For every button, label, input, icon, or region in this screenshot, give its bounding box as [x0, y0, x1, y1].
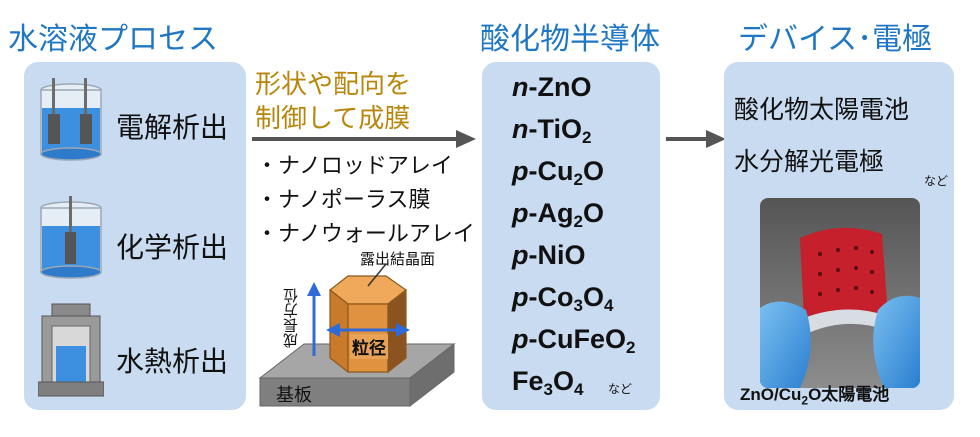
electrodeposition-beaker-icon: [40, 78, 102, 161]
material-item: Fe3O4: [512, 360, 635, 402]
morphology-list: ・ナノロッドアレイ ・ナノポーラス膜 ・ナノウォールアレイ: [256, 150, 475, 252]
morphology-item-nanorod: ・ナノロッドアレイ: [256, 154, 453, 179]
material-element: CuFeO: [537, 324, 627, 354]
process-arrow-icon: [252, 130, 476, 148]
material-type-prefix: p: [512, 156, 529, 186]
material-type-prefix: p: [512, 324, 529, 354]
material-item: p-Cu2O: [512, 156, 604, 189]
method-hydrothermal: 水熱析出: [116, 345, 229, 378]
material-subscript: 2: [582, 128, 592, 147]
photo-caption-sub: 2: [801, 393, 809, 408]
material-item: n-TiO2: [512, 114, 592, 147]
arrow-label-line2: 制御して成膜: [255, 104, 411, 134]
arrow-label-line1: 形状や配向を: [255, 70, 412, 100]
material-element: O: [582, 156, 604, 186]
method-chemical-deposition: 化学析出: [116, 231, 229, 264]
growth-orientation-label: 成長方位: [282, 288, 300, 348]
material-item: n-ZnO: [512, 72, 592, 102]
heading-semiconductor: 酸化物半導体: [480, 22, 660, 57]
material-type-prefix: p: [512, 240, 529, 270]
grain-size-label: 粒径: [350, 334, 388, 359]
photo-caption: ZnO/Cu2O太陽電池: [740, 380, 889, 407]
material-element: O: [570, 72, 592, 102]
material-subscript: 3: [543, 380, 553, 399]
device-water-splitting-photoelectrode: 水分解光電極: [734, 147, 885, 176]
material-type-prefix: p: [512, 282, 529, 312]
material-element: Zn: [537, 72, 571, 102]
material-element: Co: [537, 282, 574, 312]
device-oxide-solar-cell: 酸化物太陽電池: [734, 95, 910, 124]
crystal-diagram: [258, 263, 456, 408]
material-element: O: [582, 198, 604, 228]
photo-caption-post: O太陽電池: [808, 385, 890, 404]
material-item: p-Co3O4: [512, 282, 614, 315]
method-electrodeposition: 電解析出: [116, 111, 229, 144]
material-element: Cu: [537, 156, 574, 186]
material-item: p-CuFeO2: [512, 324, 636, 357]
material-subscript: 3: [573, 296, 583, 315]
material-item: p-NiO: [512, 240, 586, 270]
exposed-facet-label: 露出結晶面: [360, 250, 436, 268]
photo-caption-pre: ZnO/Cu: [740, 385, 802, 404]
material-type-prefix: p: [512, 198, 529, 228]
morphology-item-nanoporous: ・ナノポーラス膜: [256, 188, 431, 213]
material-subscript: 4: [574, 380, 584, 399]
materials-etc: など: [608, 382, 633, 396]
material-subscript: 2: [573, 170, 583, 189]
material-element: TiO: [537, 114, 583, 144]
chemical-deposition-beaker-icon: [40, 196, 102, 279]
material-element: O: [582, 282, 604, 312]
material-subscript: 2: [626, 338, 636, 357]
growth-arrow-icon: [307, 282, 321, 296]
material-subscript: 2: [573, 212, 583, 231]
material-element: O: [552, 366, 574, 396]
process-panel: 電解析出 化学析出 水熱析出: [24, 62, 246, 410]
material-type-prefix: n: [512, 114, 529, 144]
material-item: p-Ag2O: [512, 198, 604, 231]
morphology-item-nanowall: ・ナノウォールアレイ: [256, 222, 475, 247]
material-element: Fe: [512, 366, 544, 396]
grain-arrow-icon: [396, 323, 410, 337]
autoclave-icon: [38, 303, 104, 397]
heading-device: デバイス･電極: [738, 22, 933, 57]
substrate-label: 基板: [276, 385, 312, 406]
devices-etc: など: [924, 174, 949, 188]
heading-process: 水溶液プロセス: [8, 22, 218, 57]
material-type-prefix: n: [512, 72, 529, 102]
material-element: NiO: [537, 240, 586, 270]
solar-cell-photo: [760, 198, 920, 388]
material-subscript: 4: [603, 296, 614, 315]
material-element: Ag: [537, 198, 574, 228]
substrate-side: [409, 342, 455, 408]
device-panel: 酸化物太陽電池 水分解光電極 など ZnO/Cu2O太陽電池: [724, 62, 954, 410]
device-arrow-icon: [666, 130, 726, 148]
